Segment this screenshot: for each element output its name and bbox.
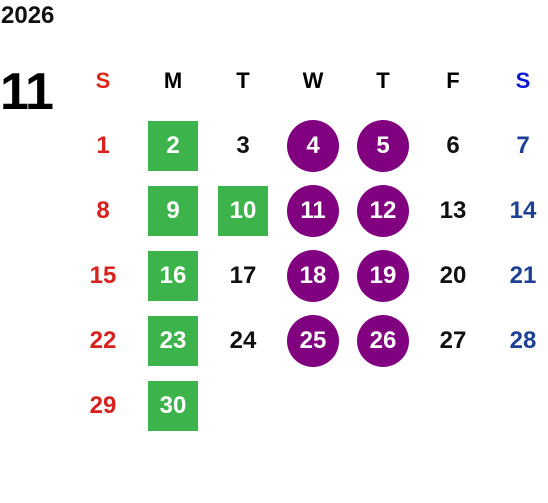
day-7: 7 — [516, 131, 530, 159]
day-cell: 5 — [348, 113, 418, 178]
weekday-header-wed: W — [302, 67, 324, 93]
weekday-header-sat: S — [515, 67, 531, 93]
day-14: 14 — [509, 196, 537, 224]
day-cell: 6 — [418, 113, 488, 178]
weekday-header-sun: S — [95, 67, 111, 93]
day-21: 21 — [509, 261, 537, 289]
day-27: 27 — [439, 326, 467, 354]
day-cell: 19 — [348, 243, 418, 308]
day-2: 2 — [148, 120, 198, 171]
day-cell: 22 — [68, 308, 138, 373]
day-cell: 17 — [208, 243, 278, 308]
day-5: 5 — [357, 119, 409, 172]
calendar-grid: S M T W T F S 1 2 3 4 5 6 7 8 9 10 11 12… — [68, 48, 548, 438]
day-4: 4 — [287, 119, 339, 172]
day-26: 26 — [357, 314, 409, 367]
day-29: 29 — [89, 391, 117, 419]
day-cell: 18 — [278, 243, 348, 308]
day-19: 19 — [357, 249, 409, 302]
day-cell: 2 — [138, 113, 208, 178]
day-20: 20 — [439, 261, 467, 289]
day-cell: 11 — [278, 178, 348, 243]
day-cell: 4 — [278, 113, 348, 178]
day-23: 23 — [148, 315, 198, 366]
day-cell: 9 — [138, 178, 208, 243]
day-cell: 25 — [278, 308, 348, 373]
day-cell: 29 — [68, 373, 138, 438]
day-cell: 24 — [208, 308, 278, 373]
day-16: 16 — [148, 250, 198, 301]
day-15: 15 — [89, 261, 117, 289]
day-cell: 15 — [68, 243, 138, 308]
calendar-year: 2026 — [1, 2, 55, 29]
day-1: 1 — [96, 131, 110, 159]
day-cell: 26 — [348, 308, 418, 373]
day-cell: 3 — [208, 113, 278, 178]
day-8: 8 — [96, 196, 110, 224]
day-24: 24 — [229, 326, 257, 354]
calendar-month: 11 — [0, 63, 54, 121]
day-cell: 27 — [418, 308, 488, 373]
weekday-header-tue: T — [236, 67, 250, 93]
day-25: 25 — [287, 314, 339, 367]
day-cell: 16 — [138, 243, 208, 308]
day-cell: 28 — [488, 308, 548, 373]
day-cell: 8 — [68, 178, 138, 243]
day-9: 9 — [148, 185, 198, 236]
weekday-header-mon: M — [163, 67, 183, 93]
day-cell: 1 — [68, 113, 138, 178]
day-cell: 21 — [488, 243, 548, 308]
day-30: 30 — [148, 380, 198, 431]
day-cell: 20 — [418, 243, 488, 308]
weekday-header-thu: T — [376, 67, 390, 93]
day-13: 13 — [439, 196, 467, 224]
day-6: 6 — [446, 131, 460, 159]
day-cell: 14 — [488, 178, 548, 243]
day-12: 12 — [357, 184, 409, 237]
day-cell: 10 — [208, 178, 278, 243]
day-cell: 13 — [418, 178, 488, 243]
day-18: 18 — [287, 249, 339, 302]
day-cell: 12 — [348, 178, 418, 243]
weekday-header-fri: F — [446, 67, 460, 93]
day-3: 3 — [236, 131, 250, 159]
day-28: 28 — [509, 326, 537, 354]
day-cell: 7 — [488, 113, 548, 178]
day-10: 10 — [218, 185, 268, 236]
day-cell: 30 — [138, 373, 208, 438]
day-22: 22 — [89, 326, 117, 354]
day-cell: 23 — [138, 308, 208, 373]
day-17: 17 — [229, 261, 257, 289]
day-11: 11 — [287, 184, 339, 237]
